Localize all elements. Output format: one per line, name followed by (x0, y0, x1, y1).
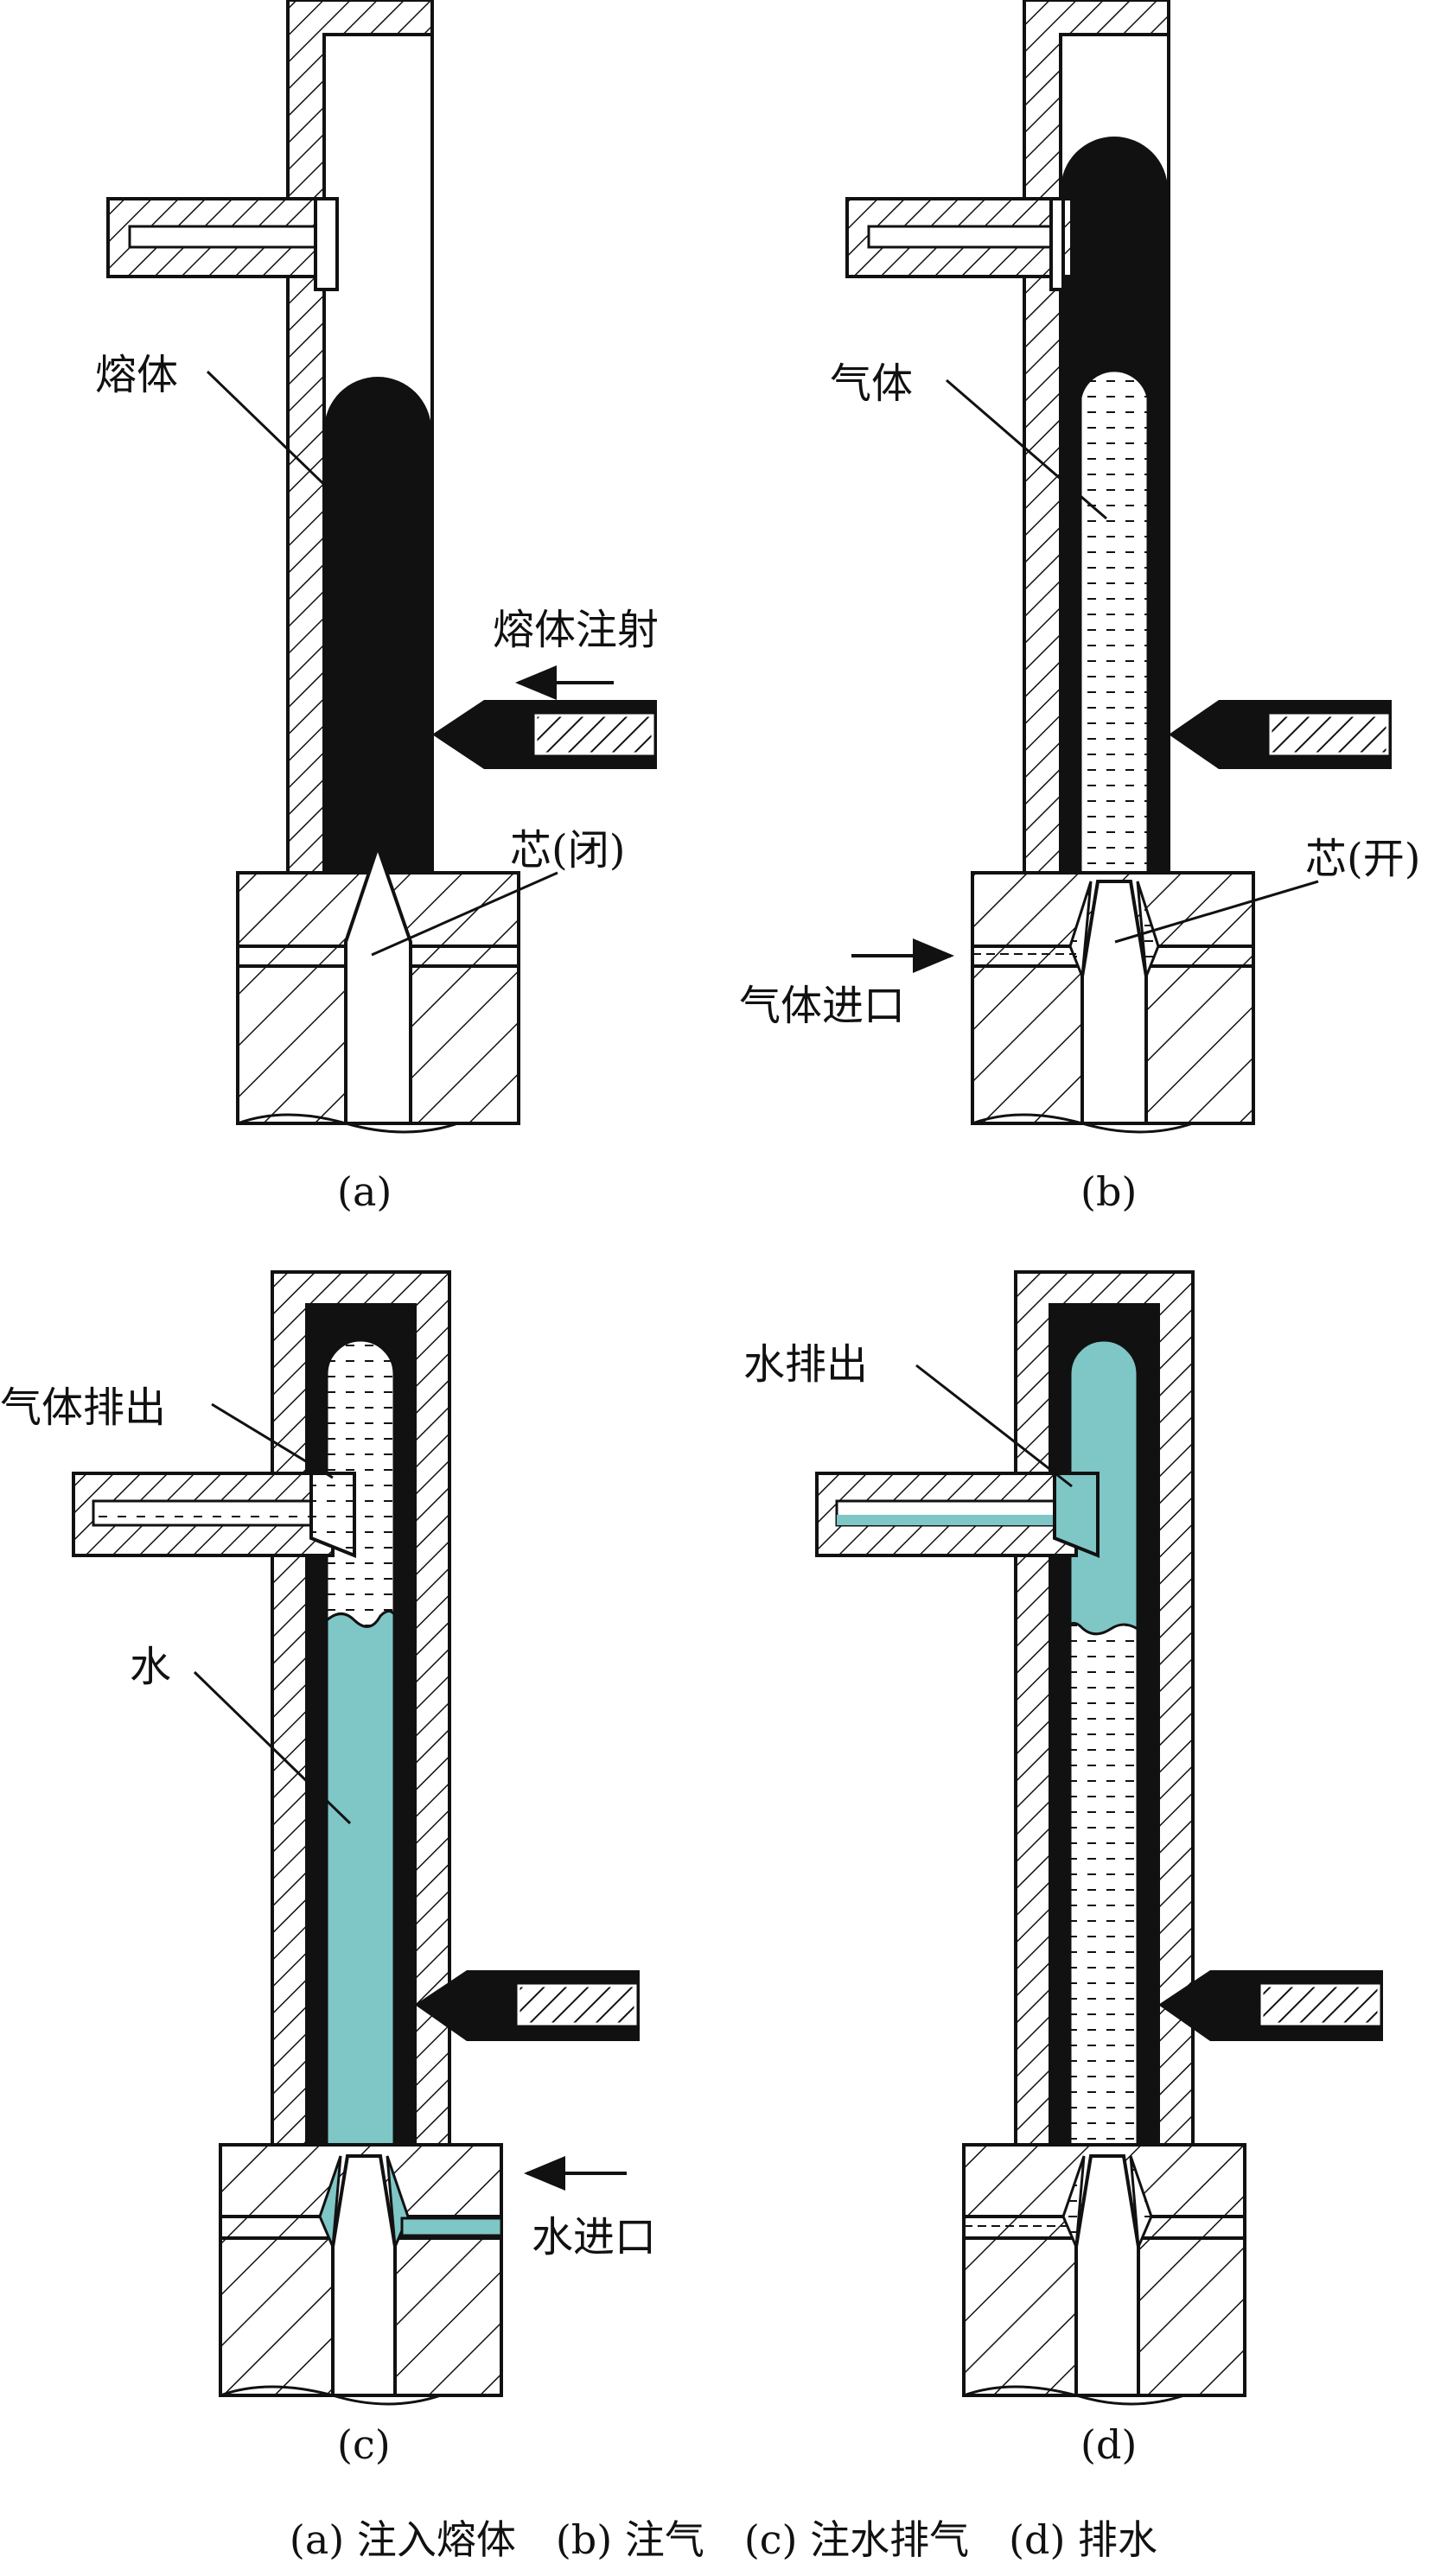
caption-c: (c) (337, 2421, 391, 2468)
outlet-tube (72, 1472, 356, 1558)
leader-core (371, 871, 558, 957)
label-gas: 气体 (830, 359, 913, 408)
panel-c: 气体排出 水 水进口 (c) (0, 1270, 656, 2468)
caption-a: (a) (337, 1168, 392, 1215)
outlet-tube (106, 197, 339, 291)
injection-nozzle (415, 1970, 640, 2041)
panel-a: 熔体 熔体注射 芯(闭) (a) (95, 0, 659, 1215)
injection-nozzle (1158, 1970, 1383, 2041)
label-water-inlet: 水进口 (532, 2213, 656, 2261)
label-gas-inlet: 气体进口 (739, 982, 905, 1030)
leader-water-outlet (915, 1364, 1073, 1488)
label-melt-injection: 熔体注射 (493, 606, 659, 654)
label-core-closed: 芯(闭) (510, 826, 625, 875)
leader-water (193, 1670, 352, 1825)
outlet-tube (815, 1472, 1100, 1558)
water-inlet-channel (400, 2217, 503, 2237)
caption-b: (b) (1080, 1168, 1137, 1215)
core-pin-open (331, 2154, 397, 2397)
core-block (219, 2143, 503, 2406)
panel-b: 气体 芯(开) 气体进口 (b) (739, 0, 1420, 1215)
core-pin (344, 841, 412, 1125)
figure-caption: (a) 注入熔体 (b) 注气 (c) 注水排气 (d) 排水 (290, 2516, 1157, 2563)
melt-column (324, 377, 431, 873)
label-water-outlet: 水排出 (743, 1340, 868, 1389)
leader-melt (206, 370, 343, 503)
gas-core (1079, 369, 1150, 875)
injection-nozzle (432, 700, 657, 769)
core-block (971, 871, 1255, 1134)
label-core-open: 芯(开) (1305, 835, 1420, 883)
core-pin-open (1080, 880, 1148, 1125)
leader-gas-outlet (211, 1402, 334, 1479)
leader-core-open (1114, 880, 1319, 944)
water-region (325, 1610, 396, 2147)
caption-d: (d) (1080, 2421, 1137, 2468)
leader-gas (946, 378, 1107, 520)
core-pin-open (1074, 2154, 1140, 2397)
label-melt: 熔体 (95, 351, 178, 399)
core-block (236, 841, 520, 1134)
panel-d: 水排出 (d) (743, 1270, 1383, 2468)
water-residual (1068, 1339, 1139, 1636)
injection-nozzle (1169, 700, 1392, 769)
label-water: 水 (130, 1643, 171, 1691)
label-gas-outlet: 气体排出 (0, 1383, 166, 1432)
core-block (962, 2143, 1246, 2406)
outlet-tube (845, 197, 1074, 291)
